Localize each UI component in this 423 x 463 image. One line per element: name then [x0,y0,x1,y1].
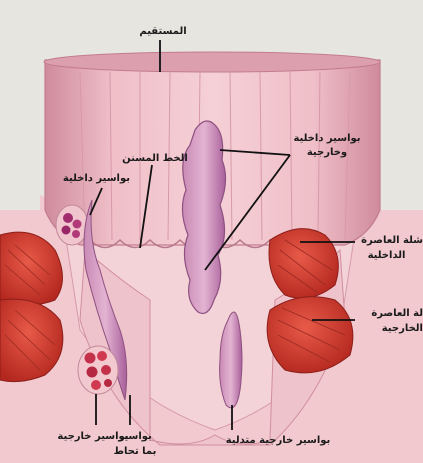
label-mixed-2: بما تحاط [110,445,160,458]
label-internal-external-2: وخارجية [286,146,368,159]
label-external-sphincter-2: الخارجية [350,322,423,335]
label-prolapsed-external: بواسير خارجية متدلية [198,434,358,447]
label-internal-external-1: بواسير داخلية [286,132,368,145]
label-dentate-line: الخط المسنن [120,152,190,165]
label-mixed-1: بواسير [110,430,160,443]
rectum-opening [44,52,380,72]
central-hemorrhoid [182,121,225,314]
label-internal-hemorrhoids: بواسير داخلية [50,172,130,185]
label-external-sphincter-1: لة العاصرة [350,307,423,320]
internal-hemorrhoid-cluster [56,205,88,245]
external-hemorrhoid-cluster [78,346,118,394]
label-rectum: المستقيم [138,25,188,38]
label-internal-sphincter-2: الداخلية [350,249,423,262]
label-internal-sphincter-1: شلة العاصرة [340,234,423,247]
